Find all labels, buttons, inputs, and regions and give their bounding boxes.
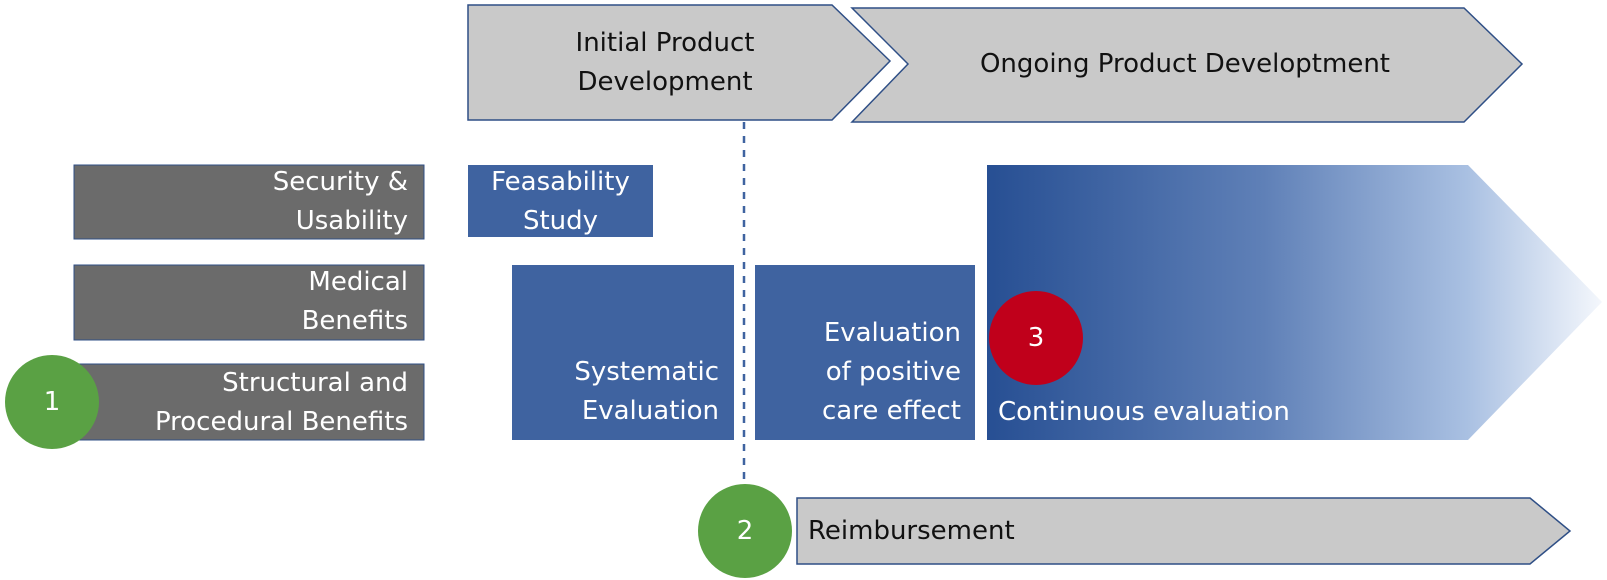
ongoing-phase-arrow <box>850 7 1524 123</box>
marker-2-circle <box>698 484 792 578</box>
systematic-evaluation-box <box>512 265 734 440</box>
feasibility-study-label: Feasability Study <box>491 167 630 236</box>
medical-benefits-label: Medical Benefits <box>301 267 408 336</box>
continuous-evaluation-arrow <box>987 165 1602 440</box>
feasibility-study-box <box>468 165 653 237</box>
initial-phase-arrow <box>467 4 892 121</box>
marker-2-number: 2 <box>736 516 754 546</box>
positive-care-effect-box <box>755 265 975 440</box>
medical-benefits-box <box>73 264 425 341</box>
structural-procedural-box <box>73 363 425 441</box>
marker-3-circle <box>989 291 1083 385</box>
reimbursement-arrow <box>796 497 1572 565</box>
initial-phase-label: Initial Product Development <box>575 28 755 97</box>
ongoing-phase-label: Ongoing Product Developtment <box>979 49 1391 79</box>
marker-1-number: 1 <box>43 387 61 417</box>
reimbursement-label: Reimbursement <box>808 516 1015 546</box>
marker-1-circle <box>5 355 99 449</box>
positive-care-effect-label: Evaluation of positive care effect <box>821 318 961 426</box>
security-usability-box <box>73 164 425 240</box>
security-usability-label: Security & Usability <box>272 167 408 236</box>
structural-procedural-label: Structural and Procedural Benefits <box>154 368 408 437</box>
systematic-evaluation-label: Systematic Evaluation <box>574 357 719 426</box>
continuous-evaluation-label: Continuous evaluation <box>998 397 1290 427</box>
marker-3-number: 3 <box>1027 323 1045 353</box>
